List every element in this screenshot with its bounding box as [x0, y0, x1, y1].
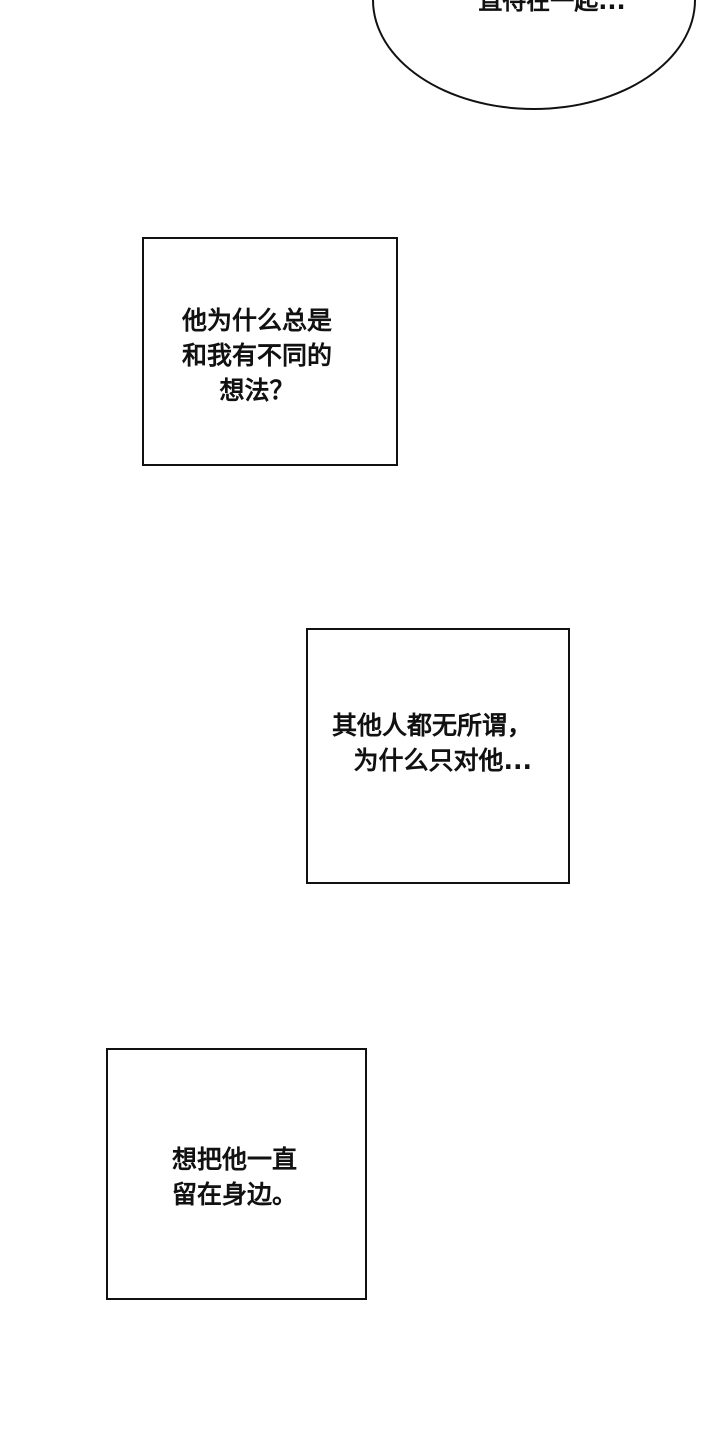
narration-text-3: 想把他一直 留在身边。: [172, 1145, 298, 1209]
narration-box-1: 他为什么总是 和我有不同的 想法？: [142, 237, 398, 466]
speech-bubble-text: 直待在一起...: [478, 0, 626, 15]
narration-box-3: 想把他一直 留在身边。: [106, 1048, 367, 1300]
speech-bubble: 直待在一起...: [372, 0, 696, 110]
narration-text-2: 其他人都无所谓， 为什么只对他...: [332, 711, 533, 775]
narration-text-1: 他为什么总是 和我有不同的 想法？: [182, 306, 333, 405]
narration-box-2: 其他人都无所谓， 为什么只对他...: [306, 628, 570, 884]
